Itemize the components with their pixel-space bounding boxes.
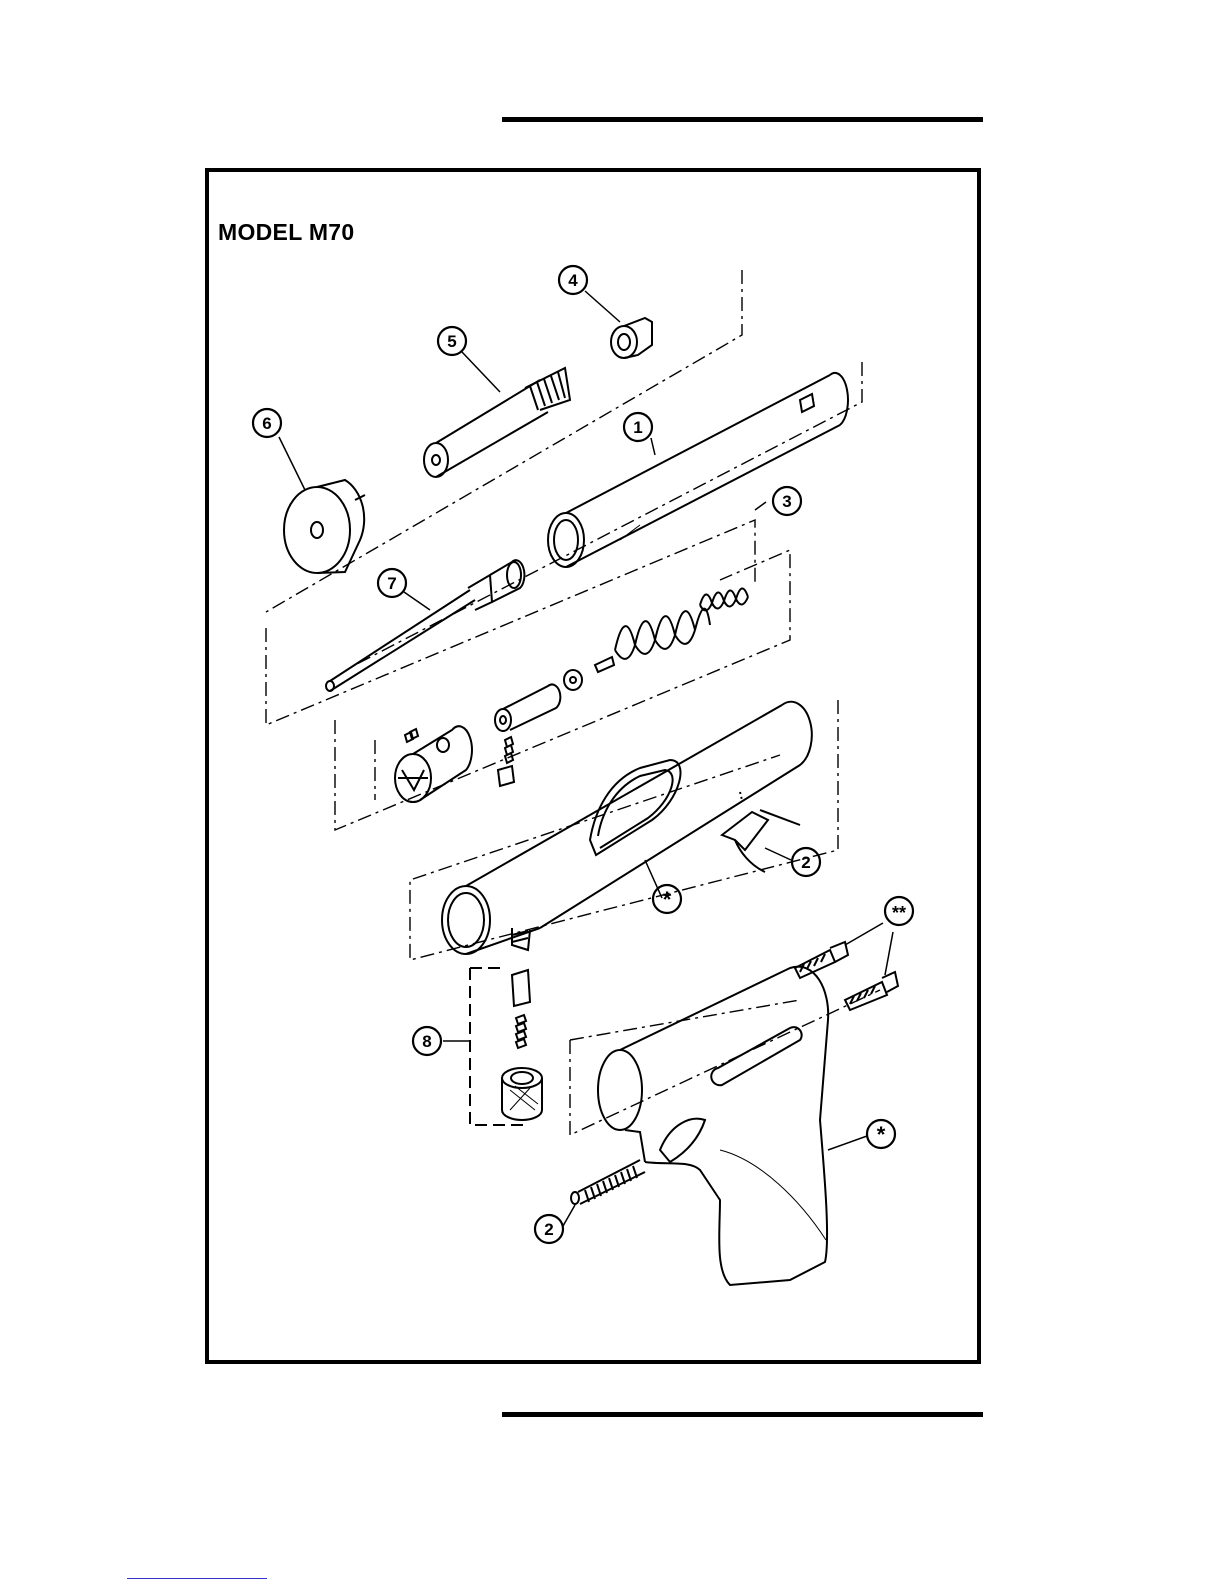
part-7-pin: [326, 560, 524, 691]
part-6-disc: [284, 480, 365, 573]
part-3-springs: [564, 588, 748, 690]
callout-2a: 2: [801, 853, 810, 872]
part-2-trigger: [722, 792, 800, 872]
callout-8: 8: [422, 1032, 431, 1051]
part-screws: [795, 942, 898, 1010]
part-8-nut-assembly: [470, 968, 542, 1125]
part-1-tube: [548, 373, 848, 567]
callout-1: 1: [633, 418, 642, 437]
callout-4: 4: [568, 271, 578, 290]
bottom-rule: [502, 1412, 983, 1417]
part-4-bushing: [611, 318, 652, 358]
callout-circles: [253, 266, 913, 1243]
part-5-barrel: [424, 368, 570, 477]
callout-3: 3: [782, 492, 791, 511]
callout-7: 7: [387, 574, 396, 593]
callout-5: 5: [447, 332, 456, 351]
callout-star-a: *: [663, 887, 672, 912]
callout-labels: 4 5 6 1 3 7 2 * 8 ** * 2: [262, 271, 906, 1239]
part-valve-components: [395, 684, 560, 802]
callout-2b: 2: [544, 1220, 553, 1239]
footer-link-underline: [127, 1578, 267, 1580]
callout-double-star: **: [892, 903, 906, 923]
callout-star-b: *: [877, 1122, 886, 1147]
part-2-spring: [571, 1160, 645, 1204]
leader-lines: [279, 291, 893, 1226]
callout-6: 6: [262, 414, 271, 433]
part-receiver-housing: [442, 702, 812, 954]
